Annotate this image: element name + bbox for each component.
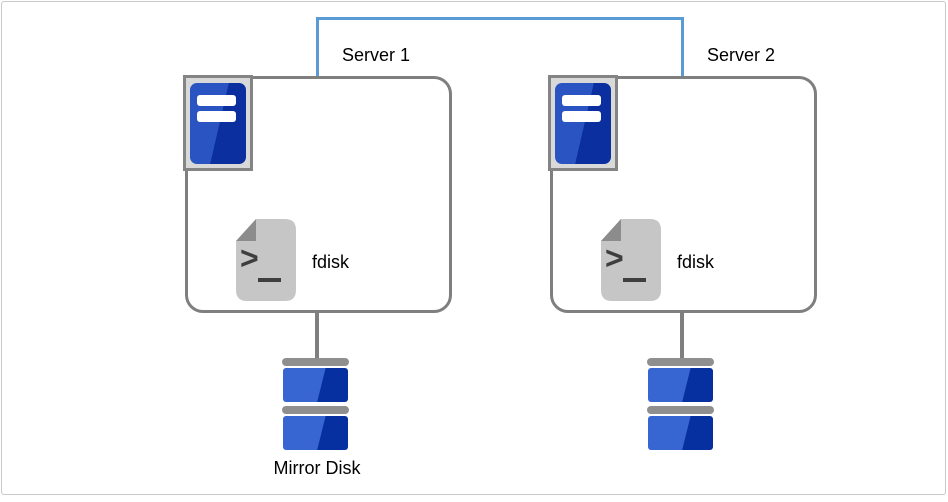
server-slot-bar — [562, 111, 601, 122]
server-tower-icon — [183, 75, 253, 171]
fdisk-label: fdisk — [677, 252, 715, 272]
disk-platter — [648, 368, 713, 402]
prompt-underscore-glyph — [623, 278, 646, 282]
disk-cap — [647, 358, 714, 366]
disk-connector-line — [680, 313, 684, 359]
server-tower-icon — [548, 75, 618, 171]
disk-connector-line — [315, 313, 319, 359]
fdisk-label: fdisk — [312, 252, 350, 272]
terminal-script-icon: > — [600, 218, 662, 302]
server2-label: Server 2 — [707, 45, 776, 65]
server-tower-body — [555, 83, 611, 164]
disk-platter — [283, 368, 348, 402]
document-shape — [236, 219, 296, 301]
terminal-script-icon: > — [235, 218, 297, 302]
document-shape — [601, 219, 661, 301]
server2-group: Server 2 > fdisk — [548, 0, 848, 502]
prompt-chevron-glyph: > — [240, 240, 259, 276]
server1-group: Server 1 > fdisk Mirror Disk — [183, 0, 483, 502]
server1-label: Server 1 — [342, 45, 411, 65]
server-slot-bar — [197, 95, 236, 106]
disk-cap — [282, 406, 349, 414]
disk-stack-icon — [647, 358, 714, 450]
disk-platter — [283, 416, 348, 450]
prompt-chevron-glyph: > — [605, 240, 624, 276]
disk-platter — [648, 416, 713, 450]
server-slot-bar — [562, 95, 601, 106]
server-tower-body — [190, 83, 246, 164]
disk-stack-icon — [282, 358, 349, 450]
disk-cap — [282, 358, 349, 366]
mirror-disk-label: Mirror Disk — [273, 458, 361, 478]
server-interconnect-line — [316, 17, 684, 77]
server-slot-bar — [197, 111, 236, 122]
prompt-underscore-glyph — [258, 278, 281, 282]
disk-cap — [647, 406, 714, 414]
